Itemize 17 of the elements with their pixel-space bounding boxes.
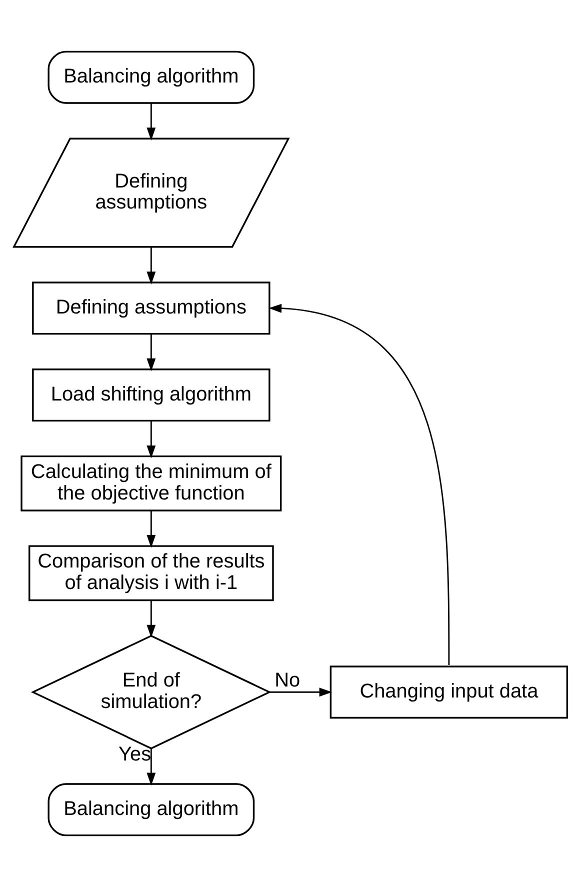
arrow xyxy=(146,103,156,140)
edge-label: No xyxy=(274,670,300,692)
node-box: Balancing algorithm xyxy=(48,50,255,104)
node-box: Changing input data xyxy=(330,666,568,719)
arrow xyxy=(146,510,156,548)
arrow xyxy=(146,748,156,786)
arrow xyxy=(146,247,156,285)
arrow xyxy=(146,334,156,372)
arrow xyxy=(268,304,450,666)
arrow xyxy=(146,600,156,638)
node-box: Load shifting algorithm xyxy=(32,368,270,422)
arrow xyxy=(270,688,332,697)
node-box: Defining assumptions xyxy=(32,282,270,335)
arrow xyxy=(146,420,156,458)
node-box: Balancing algorithm xyxy=(48,783,255,836)
node-box: Comparison of the results of analysis i with i-1 xyxy=(28,545,274,602)
node-box: Calculating the minimum of the objective function xyxy=(20,455,282,512)
